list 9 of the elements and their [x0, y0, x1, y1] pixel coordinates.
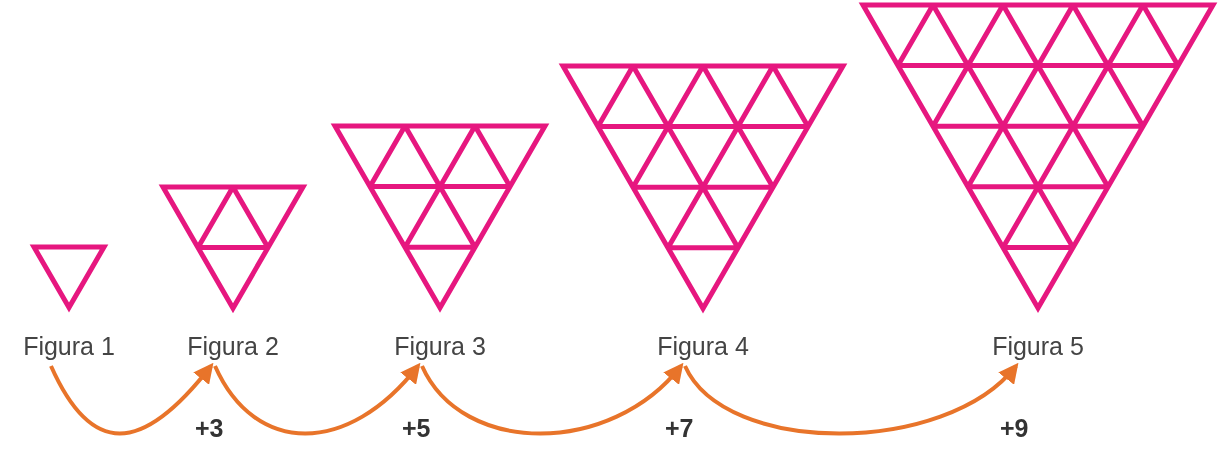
figure-caption: Figura 4 [657, 332, 749, 361]
curved-arrow [213, 363, 421, 436]
figure-caption: Figura 5 [992, 332, 1084, 361]
curved-arrow [420, 363, 684, 436]
figure-caption: Figura 3 [394, 332, 486, 361]
figure-caption: Figura 1 [23, 332, 115, 361]
curved-arrow [49, 362, 214, 436]
curved-arrow [683, 363, 1019, 436]
figure-caption: Figura 2 [187, 332, 279, 361]
